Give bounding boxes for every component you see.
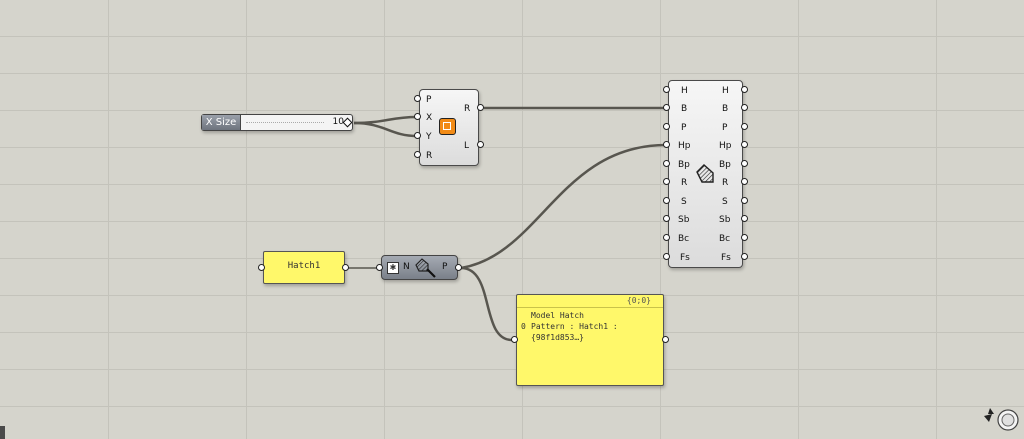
- star-icon: ✱: [387, 262, 399, 274]
- hatch-output-grip-hp[interactable]: [741, 141, 748, 148]
- rect-input-grip-x[interactable]: [414, 113, 421, 120]
- rect-input-label-r: R: [426, 151, 433, 161]
- hatch-input-grip-p[interactable]: [663, 123, 670, 130]
- rectangle-icon: [439, 118, 456, 135]
- rect-output-label-l: L: [464, 141, 470, 151]
- param-output-label: P: [442, 262, 448, 272]
- hatch-output-grip-h[interactable]: [741, 86, 748, 93]
- hatch-input-grip-s[interactable]: [663, 197, 670, 204]
- hatch-output-grip-r[interactable]: [741, 178, 748, 185]
- hatch-component[interactable]: H B P Hp Bp R S Sb Bc Fs H B P Hp Bp R S…: [668, 80, 743, 268]
- output-panel[interactable]: {0;0} 0 Model Hatch Pattern : Hatch1 : {…: [516, 294, 664, 386]
- hatch-input-label: P: [681, 123, 687, 133]
- wire-slider-to-y: [353, 121, 418, 138]
- rect-input-label-y: Y: [426, 132, 432, 142]
- panel-item-line-3: {98f1d853…}: [531, 333, 584, 342]
- hatch-output-label: R: [722, 178, 729, 188]
- hatch-input-label: Bc: [678, 234, 690, 244]
- panel-input-grip[interactable]: [258, 264, 265, 271]
- wire-slider-to-x: [353, 115, 418, 125]
- param-output-grip[interactable]: [455, 264, 462, 271]
- hatch-input-grip-bp[interactable]: [663, 160, 670, 167]
- hatch-name-panel[interactable]: Hatch1: [263, 251, 345, 284]
- hatch-output-grip-p[interactable]: [741, 123, 748, 130]
- hatch-output-label: Bp: [719, 160, 731, 170]
- wire-pattern-to-panel: [460, 266, 513, 342]
- hatch-output-label: B: [722, 104, 729, 114]
- panel-item-line-1: Model Hatch: [531, 311, 584, 320]
- slider-name-label: X Size: [202, 115, 241, 130]
- hatch-input-grip-fs[interactable]: [663, 253, 670, 260]
- param-input-label: N: [403, 262, 410, 272]
- hatch-output-label: Hp: [719, 141, 732, 151]
- hatch-input-label: Fs: [680, 253, 690, 263]
- hatch-output-label: S: [722, 197, 728, 207]
- wire-pattern-to-hp: [460, 143, 667, 270]
- output-panel-input-grip[interactable]: [511, 336, 518, 343]
- slider-value: 10: [332, 117, 344, 127]
- hatch-input-label: S: [681, 197, 687, 207]
- panel-path-label: {0;0}: [626, 296, 651, 305]
- rect-input-grip-r[interactable]: [414, 151, 421, 158]
- hatch-output-label: Fs: [721, 253, 731, 263]
- hatch-input-grip-h[interactable]: [663, 86, 670, 93]
- hatch-output-grip-s[interactable]: [741, 197, 748, 204]
- panel-item-line-2: Pattern : Hatch1 :: [531, 322, 618, 331]
- hatch-input-grip-sb[interactable]: [663, 215, 670, 222]
- hatch-output-grip-fs[interactable]: [741, 253, 748, 260]
- hatch-input-grip-r[interactable]: [663, 178, 670, 185]
- hatch-input-label: H: [681, 86, 688, 96]
- rect-input-label-p: P: [426, 95, 432, 105]
- canvas-navigation-icon[interactable]: [980, 404, 1020, 436]
- panel-output-grip[interactable]: [342, 264, 349, 271]
- hatch-output-label: Sb: [719, 215, 731, 225]
- hatch-output-label: P: [722, 123, 728, 133]
- hatch-input-label: R: [681, 178, 688, 188]
- hatch-output-grip-b[interactable]: [741, 104, 748, 111]
- hatch-input-label: Sb: [678, 215, 690, 225]
- hatch-input-label: B: [681, 104, 688, 114]
- hatch-output-grip-bp[interactable]: [741, 160, 748, 167]
- hatch-output-grip-sb[interactable]: [741, 215, 748, 222]
- hatch-icon: [696, 164, 714, 183]
- hatch-input-grip-hp[interactable]: [663, 141, 670, 148]
- rect-output-label-r: R: [464, 104, 471, 114]
- rect-output-grip-l[interactable]: [477, 141, 484, 148]
- panel-item-index: 0: [521, 322, 526, 331]
- canvas-corner-marker: [0, 426, 5, 439]
- number-slider[interactable]: X Size 10: [201, 114, 353, 131]
- hatch-output-label: H: [722, 86, 729, 96]
- hatch-input-grip-bc[interactable]: [663, 234, 670, 241]
- hatch-input-label: Bp: [678, 160, 690, 170]
- hatch-pattern-search-icon: [415, 258, 436, 278]
- rect-input-label-x: X: [426, 113, 433, 123]
- hatch-pattern-param[interactable]: ✱ N P: [381, 255, 458, 280]
- rect-output-grip-r[interactable]: [477, 104, 484, 111]
- output-panel-output-grip[interactable]: [662, 336, 669, 343]
- rect-input-grip-y[interactable]: [414, 132, 421, 139]
- hatch-input-grip-b[interactable]: [663, 104, 670, 111]
- slider-handle[interactable]: [342, 117, 353, 128]
- rect-input-grip-p[interactable]: [414, 95, 421, 102]
- rectangle-component[interactable]: P X Y R R L: [419, 89, 479, 166]
- panel-header: {0;0}: [517, 295, 663, 308]
- hatch-output-grip-bc[interactable]: [741, 234, 748, 241]
- hatch-input-label: Hp: [678, 141, 691, 151]
- hatch-name-text: Hatch1: [287, 261, 321, 271]
- param-input-grip[interactable]: [376, 264, 383, 271]
- hatch-output-label: Bc: [719, 234, 731, 244]
- slider-track[interactable]: [246, 122, 324, 123]
